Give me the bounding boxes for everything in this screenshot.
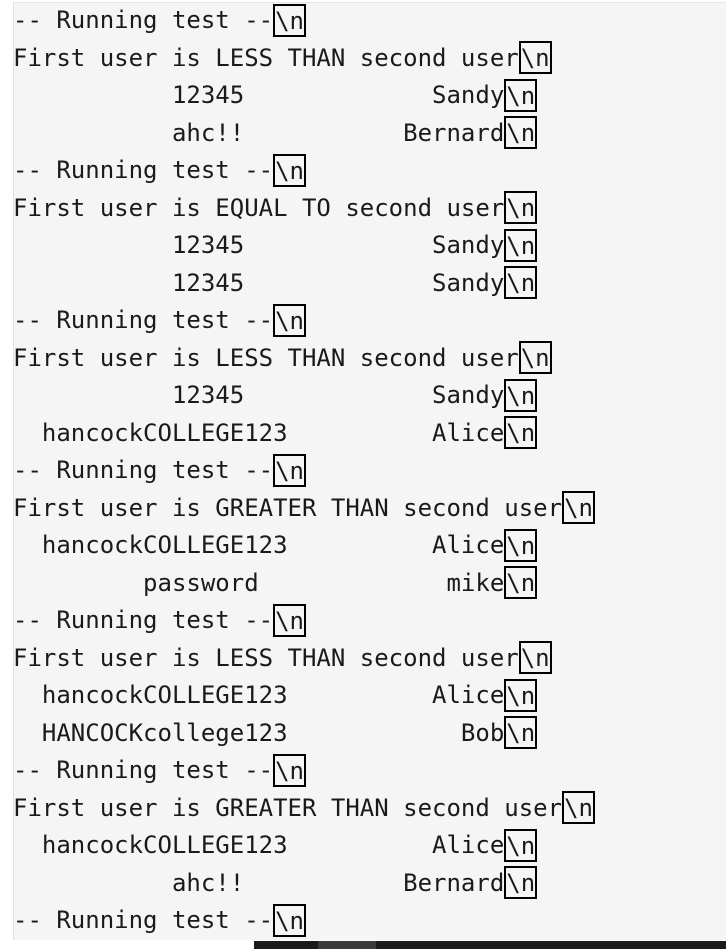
output-line: 12345 Sandy\n	[13, 265, 595, 303]
line-text: First user is GREATER THAN second user	[13, 493, 563, 522]
newline-marker: \n	[504, 866, 538, 899]
output-line: -- Running test --\n	[13, 602, 595, 640]
newline-marker: \n	[504, 528, 538, 562]
line-text: 12345 Sandy	[13, 81, 505, 109]
output-line: hancockCOLLEGE123 Alice\n	[13, 415, 595, 453]
line-text: 12345 Sandy	[13, 268, 505, 297]
newline-marker: \n	[273, 3, 306, 37]
newline-marker: \n	[273, 303, 306, 337]
line-text: First user is GREATER THAN second user	[13, 793, 563, 822]
newline-marker: \n	[504, 716, 538, 749]
output-line: First user is LESS THAN second user\n	[13, 340, 595, 378]
newline-marker: \n	[518, 341, 552, 374]
output-line: 12345 Sandy\n	[13, 227, 595, 265]
newline-marker: \n	[504, 828, 538, 862]
output-line: -- Running test --\n	[13, 302, 595, 340]
line-text: -- Running test --	[13, 456, 274, 484]
output-line: First user is LESS THAN second user\n	[13, 40, 595, 78]
line-text: hancockCOLLEGE123 Alice	[13, 418, 505, 447]
line-text: First user is LESS THAN second user	[13, 343, 519, 372]
line-text: -- Running test --	[13, 306, 274, 334]
newline-marker: \n	[562, 791, 595, 824]
newline-marker: \n	[273, 903, 306, 937]
line-text: -- Running test --	[13, 6, 274, 34]
newline-marker: \n	[562, 491, 595, 524]
output-line: -- Running test --\n	[13, 152, 595, 190]
newline-marker: \n	[273, 153, 306, 187]
output-line: hancockCOLLEGE123 Alice\n	[13, 527, 595, 565]
output-line: First user is GREATER THAN second user\n	[13, 490, 595, 528]
output-line: ahc!! Bernard\n	[13, 865, 595, 903]
line-text: ahc!! Bernard	[13, 118, 505, 147]
newline-marker: \n	[504, 678, 538, 712]
newline-marker: \n	[273, 753, 306, 787]
line-text: password mike	[13, 568, 505, 597]
output-line: hancockCOLLEGE123 Alice\n	[13, 827, 595, 865]
line-text: 12345 Sandy	[13, 381, 505, 409]
line-text: -- Running test --	[13, 906, 274, 934]
line-text: -- Running test --	[13, 156, 274, 184]
newline-marker: \n	[504, 228, 538, 262]
newline-marker: \n	[518, 41, 552, 74]
output-line: hancockCOLLEGE123 Alice\n	[13, 677, 595, 715]
horizontal-scrollbar-thumb-highlight	[318, 941, 376, 949]
line-text: -- Running test --	[13, 756, 274, 784]
line-text: First user is LESS THAN second user	[13, 643, 519, 672]
horizontal-scrollbar-thumb[interactable]	[254, 941, 726, 949]
newline-marker: \n	[504, 191, 538, 224]
output-line: First user is LESS THAN second user\n	[13, 640, 595, 678]
output-line: -- Running test --\n	[13, 452, 595, 490]
newline-marker: \n	[504, 378, 538, 412]
output-line: -- Running test --\n	[13, 2, 595, 40]
newline-marker: \n	[518, 641, 552, 674]
output-line: ahc!! Bernard\n	[13, 115, 595, 153]
line-text: HANCOCKcollege123 Bob	[13, 718, 505, 747]
line-text: First user is LESS THAN second user	[13, 43, 519, 72]
output-line: First user is GREATER THAN second user\n	[13, 790, 595, 828]
newline-marker: \n	[504, 266, 538, 299]
line-text: -- Running test --	[13, 606, 274, 634]
output-line: -- Running test --\n	[13, 902, 595, 940]
line-text: First user is EQUAL TO second user	[13, 193, 505, 222]
newline-marker: \n	[504, 78, 538, 112]
line-text: hancockCOLLEGE123 Alice	[13, 831, 505, 859]
line-text: 12345 Sandy	[13, 231, 505, 259]
output-line: 12345 Sandy\n	[13, 377, 595, 415]
console-output: -- Running test --\n First user is LESS …	[13, 2, 595, 940]
line-text: hancockCOLLEGE123 Alice	[13, 531, 505, 559]
output-line: First user is EQUAL TO second user\n	[13, 190, 595, 228]
newline-marker: \n	[273, 453, 306, 487]
output-line: -- Running test --\n	[13, 752, 595, 790]
newline-marker: \n	[273, 603, 306, 637]
newline-marker: \n	[504, 116, 538, 149]
output-line: 12345 Sandy\n	[13, 77, 595, 115]
output-line: password mike\n	[13, 565, 595, 603]
line-text: hancockCOLLEGE123 Alice	[13, 681, 505, 709]
newline-marker: \n	[504, 416, 538, 449]
newline-marker: \n	[504, 566, 538, 599]
output-panel	[13, 2, 726, 941]
line-text: ahc!! Bernard	[13, 868, 505, 897]
output-line: HANCOCKcollege123 Bob\n	[13, 715, 595, 753]
